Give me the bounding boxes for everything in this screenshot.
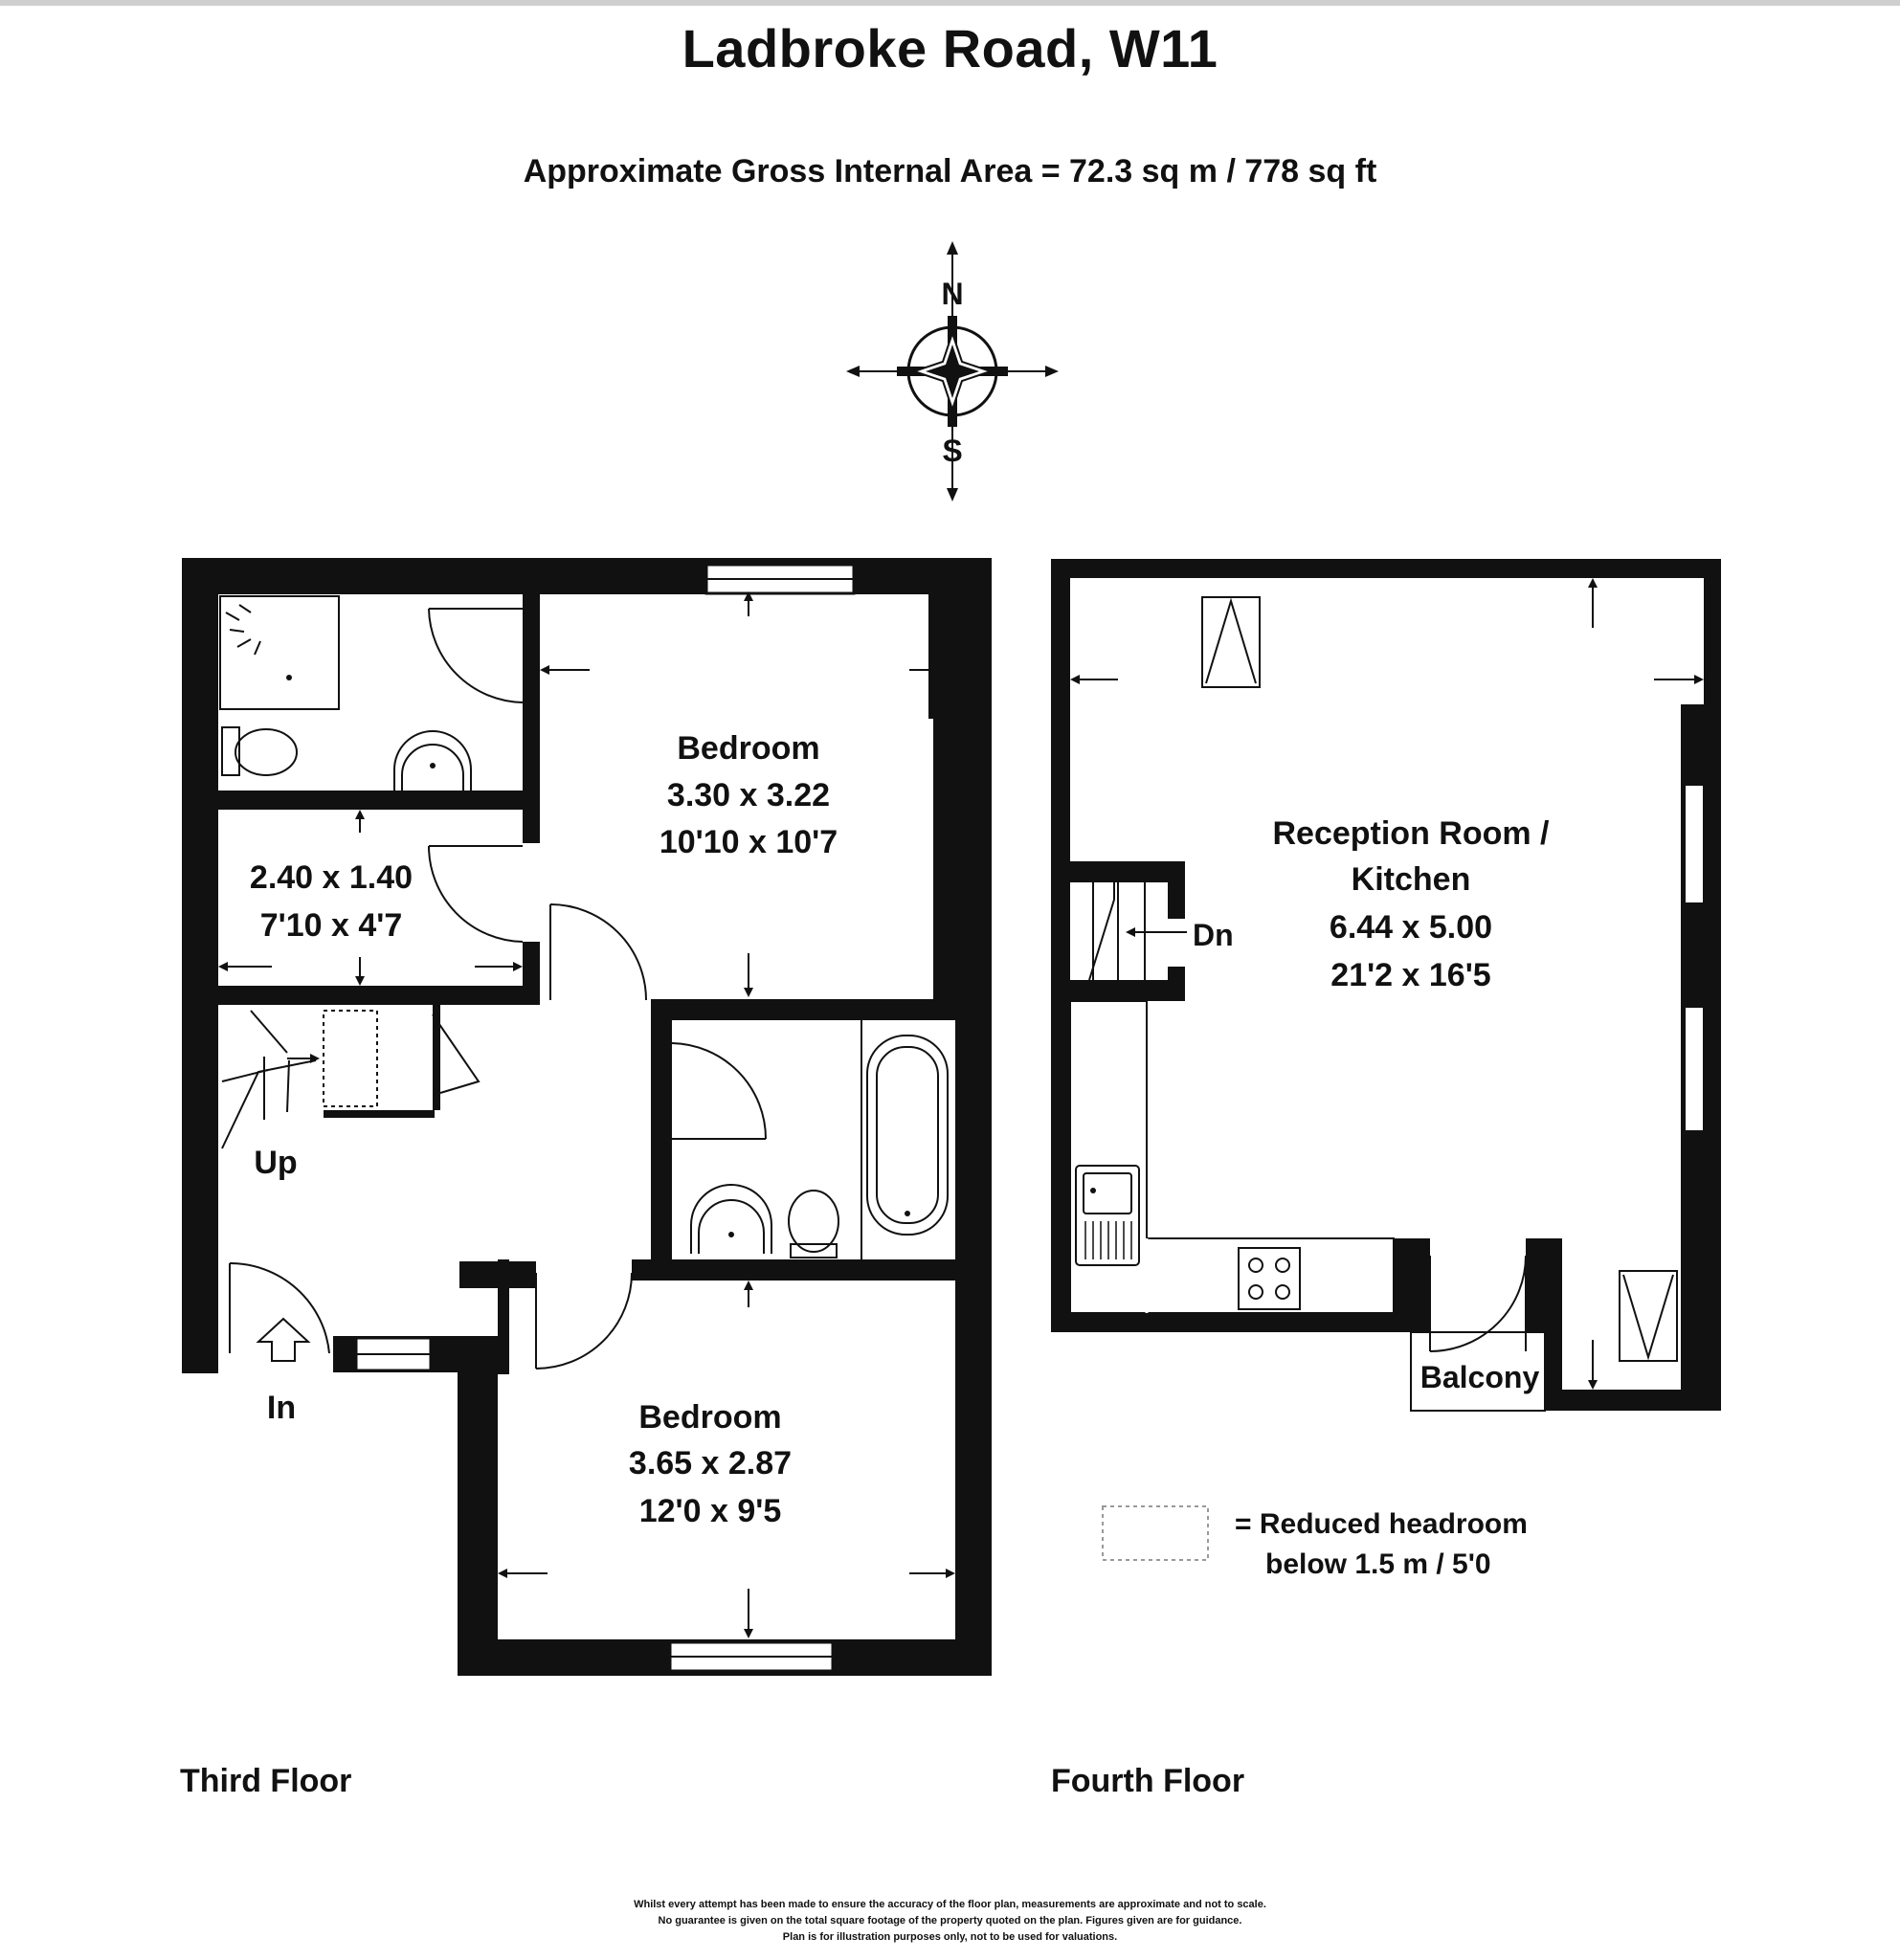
- reduced-headroom-swatch: [1102, 1505, 1209, 1561]
- bedroom2-metric: 3.65 x 2.87: [629, 1445, 792, 1481]
- disclaimer-line: Whilst every attempt has been made to en…: [634, 1899, 1266, 1910]
- compass-north-label: N: [941, 277, 963, 311]
- fourth-floor-plan: Reception Room / Kitchen 6.44 x 5.00 21'…: [1051, 559, 1721, 1799]
- legend: = Reduced headroom below 1.5 m / 5'0: [1102, 1505, 1528, 1580]
- gross-internal-area: Approximate Gross Internal Area = 72.3 s…: [523, 153, 1377, 189]
- entrance-label: In: [267, 1390, 296, 1426]
- reception-name-line2: Kitchen: [1352, 861, 1471, 898]
- bedroom2-imperial: 12'0 x 9'5: [639, 1493, 782, 1529]
- plan-title: Ladbroke Road, W11: [682, 18, 1218, 78]
- stairs-up-label: Up: [254, 1145, 297, 1181]
- small-room-imperial: 7'10 x 4'7: [260, 907, 403, 944]
- compass-south-label: S: [942, 434, 962, 468]
- reception-metric: 6.44 x 5.00: [1330, 909, 1492, 946]
- compass-icon: N S: [846, 241, 1059, 501]
- bedroom1-imperial: 10'10 x 10'7: [659, 824, 838, 860]
- bedroom2-name: Bedroom: [638, 1399, 781, 1436]
- balcony-label: Balcony: [1420, 1360, 1540, 1394]
- disclaimer-line: No guarantee is given on the total squar…: [658, 1915, 1242, 1927]
- legend-line1: = Reduced headroom: [1235, 1508, 1528, 1540]
- reception-imperial: 21'2 x 16'5: [1330, 957, 1490, 993]
- disclaimer-line: Plan is for illustration purposes only, …: [782, 1931, 1118, 1943]
- reception-name-line1: Reception Room /: [1272, 815, 1550, 852]
- small-room-metric: 2.40 x 1.40: [250, 859, 413, 896]
- disclaimer: Whilst every attempt has been made to en…: [0, 1897, 1900, 1946]
- bedroom1-metric: 3.30 x 3.22: [667, 777, 830, 813]
- fourth-floor-label: Fourth Floor: [1051, 1763, 1244, 1799]
- stairs-down-label: Dn: [1193, 918, 1234, 952]
- bedroom1-name: Bedroom: [677, 730, 819, 767]
- top-border: [0, 0, 1900, 6]
- third-floor-plan: Bedroom 3.30 x 3.22 10'10 x 10'7 2.40 x …: [180, 558, 992, 1799]
- third-floor-label: Third Floor: [180, 1763, 351, 1799]
- legend-line2: below 1.5 m / 5'0: [1265, 1548, 1491, 1580]
